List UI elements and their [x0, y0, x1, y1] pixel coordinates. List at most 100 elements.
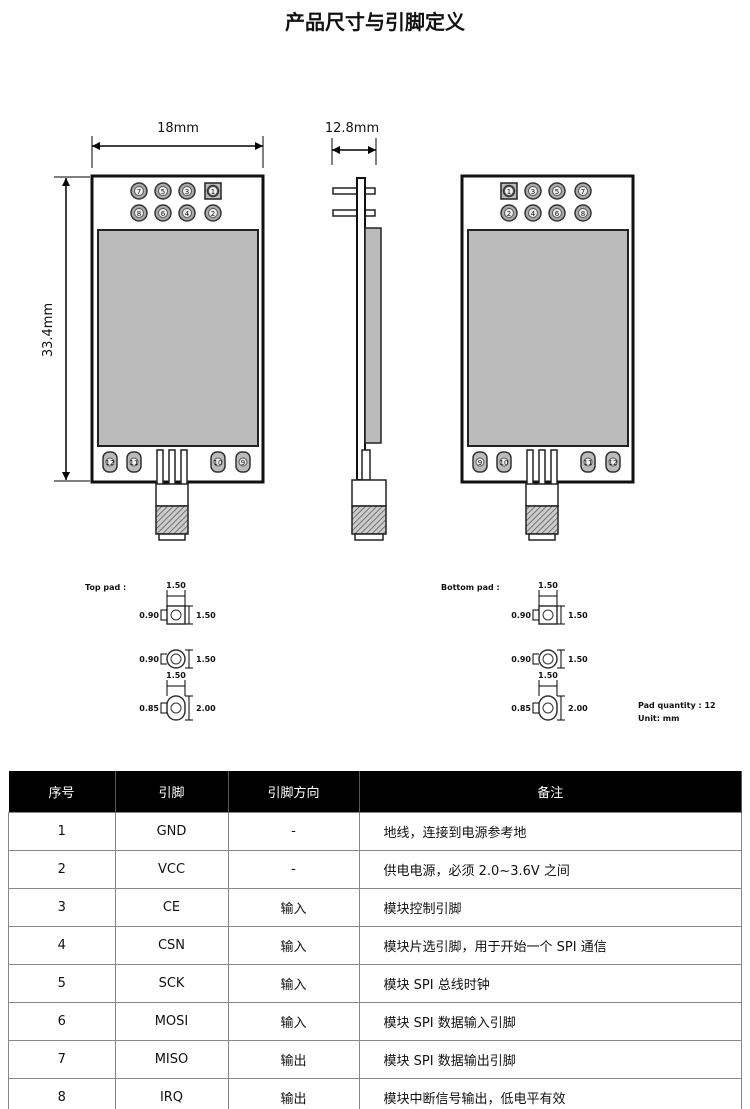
table-cell: IRQ — [114, 1078, 229, 1109]
label: 4 — [531, 210, 536, 218]
header-pin — [332, 187, 376, 195]
connector-body — [155, 483, 189, 507]
label: 2.00 — [568, 704, 588, 713]
label: 1.50 — [166, 671, 186, 680]
label: 6 — [555, 210, 560, 218]
pad-hole — [542, 653, 554, 665]
pin-hole — [105, 457, 115, 467]
table-cell: 地线，连接到电源参考地 — [358, 812, 742, 851]
pin-hole — [182, 208, 192, 218]
dimension-line — [538, 590, 558, 606]
pin-hole — [504, 186, 514, 196]
connector-body — [525, 483, 559, 507]
table-cell: 输入 — [227, 1002, 360, 1041]
table-cell: 1 — [8, 812, 116, 851]
connector-knurl — [351, 505, 387, 535]
label: Pad quantity : 12 — [638, 701, 716, 710]
pin-hole — [578, 208, 588, 218]
label: 12.8mm — [325, 121, 379, 136]
pin-hole — [583, 457, 593, 467]
pin-hole — [134, 208, 144, 218]
col-header: 引脚方向 — [228, 771, 360, 813]
pin-hole — [208, 208, 218, 218]
pin-hole — [552, 186, 562, 196]
col-header: 引脚 — [115, 771, 229, 813]
table-cell: CE — [114, 888, 229, 927]
dimension-line — [160, 609, 167, 621]
label: 0.90 — [511, 611, 531, 620]
col-header: 备注 — [359, 771, 742, 813]
table-cell: 输入 — [227, 926, 360, 965]
label: Unit: mm — [638, 714, 679, 723]
label: 0.85 — [511, 704, 531, 713]
page-title: 产品尺寸与引脚定义 — [285, 10, 465, 34]
table-cell: 4 — [8, 926, 116, 965]
dimension-line — [532, 609, 539, 621]
label: 1.50 — [538, 581, 558, 590]
label: 4 — [185, 210, 190, 218]
table-cell: 模块片选引脚，用于开始一个 SPI 通信 — [358, 926, 742, 965]
table-header: 序号 引脚 引脚方向 备注 — [8, 771, 742, 813]
label: 1.50 — [568, 655, 588, 664]
label: 1.50 — [538, 671, 558, 680]
dimension-line — [166, 680, 186, 696]
table-cell: 输入 — [227, 888, 360, 927]
table-cell: 模块中断信号输出，低电平有效 — [358, 1078, 742, 1109]
header-pin — [332, 209, 376, 217]
label: 2 — [507, 210, 511, 218]
label: 1 — [211, 188, 215, 196]
label: 12 — [106, 459, 115, 467]
table-cell: 供电电源，必须 2.0~3.6V 之间 — [358, 850, 742, 889]
label: 2 — [211, 210, 215, 218]
label: 33.4mm — [41, 303, 56, 357]
label: Top pad : — [85, 583, 126, 592]
label: 10 — [214, 459, 223, 467]
connector-tip — [528, 533, 556, 541]
table-cell: 模块 SPI 总线时钟 — [358, 964, 742, 1003]
pin-hole — [129, 457, 139, 467]
label: Bottom pad : — [441, 583, 500, 592]
pin-hole — [504, 208, 514, 218]
dimension-line — [160, 653, 167, 665]
dimension-line — [185, 649, 193, 669]
table-cell: SCK — [114, 964, 229, 1003]
table-cell: MISO — [114, 1040, 229, 1079]
label: 0.90 — [139, 655, 159, 664]
antenna-pin — [168, 449, 176, 486]
pad-hole — [170, 609, 182, 621]
pin-hole — [528, 208, 538, 218]
dimension-line — [557, 695, 565, 721]
table-cell: - — [227, 850, 360, 889]
table-cell: 7 — [8, 1040, 116, 1079]
pin-hole — [158, 208, 168, 218]
label: 9 — [241, 459, 245, 467]
label: 1 — [507, 188, 511, 196]
side-pcb — [356, 177, 366, 481]
label: 1.50 — [568, 611, 588, 620]
pin-hole — [182, 186, 192, 196]
label: 0.85 — [139, 704, 159, 713]
table-cell: 输出 — [227, 1078, 360, 1109]
dimension-line — [532, 702, 539, 714]
table-cell: - — [227, 812, 360, 851]
table-cell: CSN — [114, 926, 229, 965]
label: 3 — [531, 188, 535, 196]
label: 7 — [137, 188, 141, 196]
label: 1.50 — [166, 581, 186, 590]
pin-hole — [552, 208, 562, 218]
label: 5 — [161, 188, 165, 196]
table-cell: 3 — [8, 888, 116, 927]
side-shield — [364, 227, 382, 444]
col-header: 序号 — [8, 771, 116, 813]
dimension-line — [166, 590, 186, 606]
dimension-line — [185, 605, 193, 625]
connector-knurl — [525, 505, 559, 535]
pad-hole — [170, 702, 182, 714]
label: 2.00 — [196, 704, 216, 713]
connector-tip — [158, 533, 186, 541]
